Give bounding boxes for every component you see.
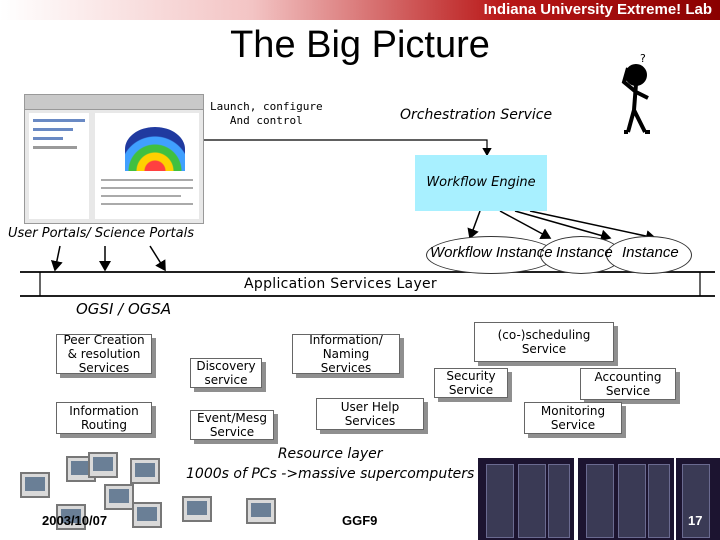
app-layer-label: Application Services Layer [244,276,437,292]
monitoring-line-1: Monitoring [540,404,606,418]
scheduling-line-1: (co-)scheduling [497,328,591,342]
workflow-engine-box: Workflow Engine [415,155,547,211]
pc-icon [20,472,50,498]
lab-title: Indiana University Extreme! Lab [483,1,712,18]
pc-icon [130,458,160,484]
footer-conference: GGF9 [342,513,378,528]
scheduling-line-2: Service [521,342,567,356]
portal-screenshot [24,94,204,224]
resource-line-2: 1000s of PCs ->massive supercomputers [186,466,475,482]
instance-label-3: Instance [622,244,679,261]
instance-ellipse-3 [606,236,692,274]
supercomputer-photo [478,458,574,540]
ogsi-label: OGSI / OGSA [76,300,172,318]
accounting-line-1: Accounting [594,370,662,384]
peer-line-2: & resolution [67,347,141,361]
monitoring-line-2: Service [550,418,596,432]
portal-label: User Portals/ Science Portals [8,226,194,241]
pc-cluster [0,450,440,540]
instance-ellipse-1 [426,236,556,274]
instance-label-2: Instance [556,244,613,261]
discovery-line-1: Discovery [196,359,256,373]
peer-line-3: Services [78,361,130,375]
naming-line-3: Services [320,361,372,375]
pc-icon [132,502,162,528]
security-line-2: Service [448,383,494,397]
pc-icon [104,484,134,510]
launch-line-1: Launch, configure [210,100,323,113]
orchestration-label: Orchestration Service [400,107,553,123]
footer-date: 2003/10/07 [42,513,108,528]
workflow-engine-label: Workflow Engine [426,175,536,190]
pc-icon [182,496,212,522]
launch-text: Launch, configure And control [210,100,323,128]
peer-line-1: Peer Creation [63,333,145,347]
info-routing-line-2: Routing [80,418,127,432]
pc-icon [88,452,118,478]
pc-icon [56,504,86,530]
instance-label-1: Workflow Instance [430,244,553,261]
svg-text:?: ? [640,52,646,65]
launch-line-2: And control [229,114,303,127]
thinking-figure-icon [621,64,650,134]
naming-line-2: Naming [322,347,370,361]
supercomputer-photo [676,458,720,540]
page-title: The Big Picture [230,24,490,66]
pc-icon [246,498,276,524]
naming-line-1: Information/ [309,333,383,347]
footer-page-number: 17 [688,513,703,528]
discovery-line-2: service [204,373,248,387]
supercomputer-photo [578,458,674,540]
help-line-2: Services [344,414,396,428]
help-line-1: User Help [340,400,400,414]
event-line-2: Service [209,425,255,439]
event-line-1: Event/Mesg [196,411,268,425]
resource-line-1: Resource layer [277,446,383,462]
accounting-line-2: Service [605,384,651,398]
header-bar [0,0,720,20]
resource-layer: Resource layer 1000s of PCs ->massive su… [186,444,474,484]
security-line-1: Security [446,369,496,383]
info-routing-line-1: Information [69,404,139,418]
